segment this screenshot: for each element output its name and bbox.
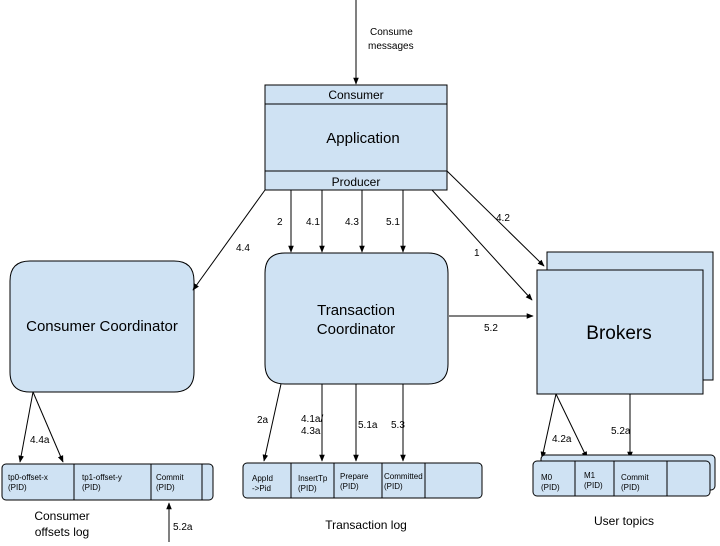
- txlog-cell-4-line2: (PID): [384, 482, 403, 491]
- consumer-coordinator-box: [9, 260, 195, 393]
- arrow-4-4a-left: [18, 391, 34, 463]
- consume-label-line2: messages: [368, 41, 414, 52]
- label-4-1: 4.1: [306, 217, 320, 228]
- topics-cell-3-line1: Commit: [621, 473, 649, 482]
- producer-section-label: Producer: [332, 175, 381, 189]
- consumer-coordinator-label: Consumer Coordinator: [26, 318, 178, 335]
- arrow-4-4: [192, 189, 266, 291]
- label-2a: 2a: [257, 415, 269, 426]
- label-4-1a-line2: 4.3a: [301, 426, 321, 437]
- consume-label-line1: Consume: [370, 27, 413, 38]
- application-title: Application: [326, 130, 399, 147]
- arrow-4-2: [446, 170, 545, 267]
- transaction-coordinator-box: [264, 252, 449, 385]
- user-topics-caption: User topics: [594, 514, 654, 528]
- offsets-cell-3-line2: (PID): [156, 483, 175, 492]
- brokers-label: Brokers: [586, 323, 651, 344]
- transaction-coordinator-label-line2: Coordinator: [317, 321, 395, 338]
- topics-cell-1-line1: M0: [541, 473, 553, 482]
- label-5-1: 5.1: [386, 217, 400, 228]
- offsets-caption-line1: Consumer: [34, 509, 89, 523]
- topics-cell-2-line1: M1: [584, 471, 596, 480]
- label-5-1a: 5.1a: [358, 420, 378, 431]
- transaction-log-caption: Transaction log: [325, 518, 407, 532]
- label-5-3: 5.3: [391, 420, 405, 431]
- transaction-log: AppId ->Pid InsertTp (PID) Prepare (PID)…: [242, 462, 483, 499]
- topics-cell-2-line2: (PID): [584, 481, 603, 490]
- topics-cell-1-line2: (PID): [541, 483, 560, 492]
- offsets-cell-1-line2: (PID): [8, 483, 27, 492]
- label-5-2a-topics: 5.2a: [611, 426, 631, 437]
- label-4-3: 4.3: [345, 217, 359, 228]
- txlog-cell-1-line1: AppId: [252, 474, 273, 483]
- offsets-caption-line2: offsets log: [35, 525, 89, 539]
- brokers-box-front: [536, 269, 704, 395]
- arrow-4-2a-right: [555, 393, 588, 459]
- label-5-2a-offsets: 5.2a: [173, 522, 193, 533]
- offsets-cell-2-line1: tp1-offset-y: [82, 473, 122, 482]
- label-4-2: 4.2: [496, 213, 510, 224]
- topics-cell-3-line2: (PID): [621, 483, 640, 492]
- label-5-2: 5.2: [484, 323, 498, 334]
- label-4-4a: 4.4a: [30, 435, 50, 446]
- txlog-cell-2-line2: (PID): [298, 484, 317, 493]
- txlog-cell-3-line2: (PID): [340, 482, 359, 491]
- offsets-cell-1-line1: tp0-offset-x: [8, 473, 48, 482]
- txlog-cell-4-line1: Committed: [384, 472, 423, 481]
- application-block: Consumer Application Producer: [264, 84, 448, 191]
- consumer-offsets-log: tp0-offset-x (PID) tp1-offset-y (PID) Co…: [1, 463, 214, 501]
- arrow-4-2a-left: [540, 393, 557, 459]
- consumer-section-label: Consumer: [328, 88, 383, 102]
- txlog-cell-1-line2: ->Pid: [252, 484, 271, 493]
- txlog-cell-3-line1: Prepare: [340, 472, 369, 481]
- offsets-cell-3-line1: Commit: [156, 473, 184, 482]
- label-4-2a: 4.2a: [552, 434, 572, 445]
- transaction-coordinator-label-line1: Transaction: [317, 302, 395, 319]
- user-topics-log: M0 (PID) M1 (PID) Commit (PID): [532, 460, 711, 497]
- arrow-1: [431, 189, 533, 301]
- label-2: 2: [277, 217, 283, 228]
- offsets-cell-2-line2: (PID): [82, 483, 101, 492]
- label-4-1a-line1: 4.1a/: [301, 414, 323, 425]
- txlog-cell-2-line1: InsertTp: [298, 474, 328, 483]
- label-4-4: 4.4: [236, 243, 250, 254]
- arrow-2a: [262, 383, 282, 462]
- label-1: 1: [474, 248, 480, 259]
- arrow-4-4a-right: [32, 391, 64, 463]
